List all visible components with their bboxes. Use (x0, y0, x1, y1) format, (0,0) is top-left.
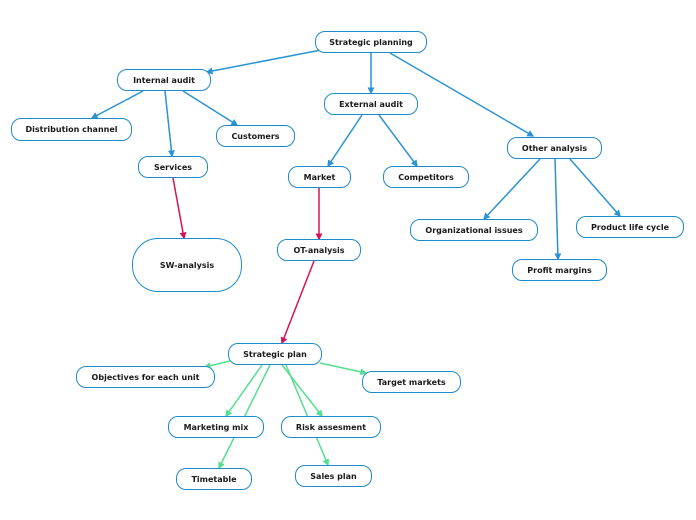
node-objectives-for-each-unit[interactable]: Objectives for each unit (76, 366, 215, 388)
node-strategic-plan[interactable]: Strategic plan (228, 343, 322, 365)
node-distribution-channel[interactable]: Distribution channel (11, 118, 132, 141)
link-external-audit-to-market (327, 114, 363, 168)
link-other-analysis-to-profit-margins (554, 158, 562, 261)
link-internal-audit-to-distribution-channel (90, 90, 144, 119)
node-product-life-cycle[interactable]: Product life cycle (576, 216, 684, 238)
link-other-analysis-to-organizational-issues (483, 158, 541, 221)
node-sales-plan[interactable]: Sales plan (295, 465, 372, 487)
link-strategic-plan-to-target-markets (319, 362, 368, 376)
node-ot-analysis[interactable]: OT-analysis (277, 239, 361, 261)
node-organizational-issues[interactable]: Organizational issues (410, 219, 538, 241)
node-competitors[interactable]: Competitors (383, 166, 469, 188)
link-services-to-sw-analysis (172, 177, 187, 240)
node-market[interactable]: Market (288, 166, 351, 188)
node-external-audit[interactable]: External audit (324, 93, 418, 115)
link-internal-audit-to-services (164, 90, 175, 158)
link-strategic-plan-to-marketing-mix (225, 364, 263, 418)
node-strategic-planning[interactable]: Strategic planning (315, 31, 427, 53)
node-services[interactable]: Services (138, 156, 208, 178)
node-sw-analysis[interactable]: SW-analysis (132, 238, 242, 292)
link-internal-audit-to-customers (182, 90, 239, 126)
node-customers[interactable]: Customers (216, 125, 295, 147)
node-profit-margins[interactable]: Profit margins (512, 259, 607, 281)
link-strategic-plan-to-risk-assesment (281, 364, 323, 418)
link-strategic-planning-to-other-analysis (389, 52, 535, 137)
link-strategic-plan-to-sales-plan (285, 364, 330, 467)
link-ot-analysis-to-strategic-plan (280, 260, 315, 345)
link-other-analysis-to-product-life-cycle (569, 158, 621, 218)
node-marketing-mix[interactable]: Marketing mix (168, 416, 264, 438)
node-other-analysis[interactable]: Other analysis (507, 137, 602, 159)
node-timetable[interactable]: Timetable (176, 468, 252, 490)
node-target-markets[interactable]: Target markets (362, 371, 461, 393)
link-external-audit-to-competitors (378, 114, 418, 168)
link-strategic-planning-to-internal-audit (205, 49, 322, 75)
node-risk-assesment[interactable]: Risk assesment (281, 416, 381, 438)
node-internal-audit[interactable]: Internal audit (117, 69, 211, 91)
